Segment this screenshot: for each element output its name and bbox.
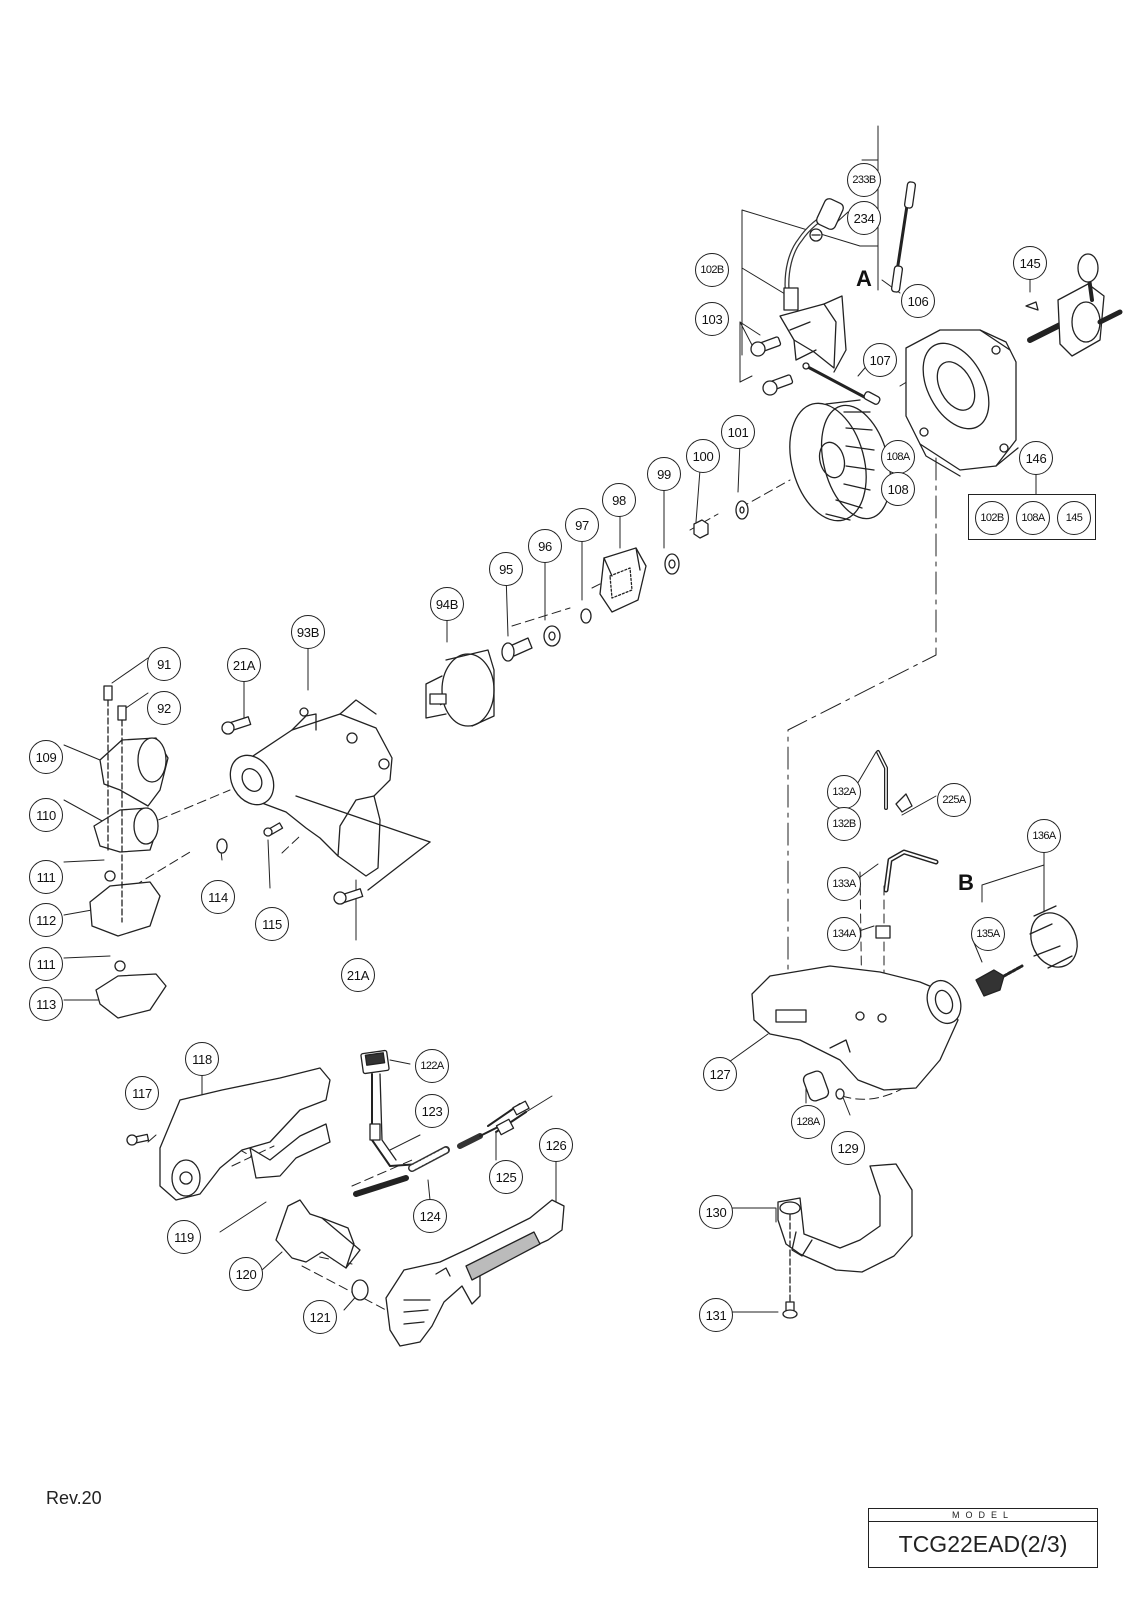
callout-100[interactable]: 100: [686, 439, 720, 473]
revision-label: Rev.20: [46, 1488, 102, 1508]
callout-97[interactable]: 97: [565, 508, 599, 542]
callout-111-top[interactable]: 111: [29, 860, 63, 894]
callout-146[interactable]: 146: [1019, 441, 1053, 475]
callout-131[interactable]: 131: [699, 1298, 733, 1332]
callout-124[interactable]: 124: [413, 1199, 447, 1233]
kit-contents-box: 102B 108A 145: [968, 494, 1096, 540]
callout-130[interactable]: 130: [699, 1195, 733, 1229]
callout-127[interactable]: 127: [703, 1057, 737, 1091]
callout-134A[interactable]: 134A: [827, 917, 861, 951]
callout-113[interactable]: 113: [29, 987, 63, 1021]
callout-120[interactable]: 120: [229, 1257, 263, 1291]
callout-145[interactable]: 145: [1013, 246, 1047, 280]
callout-133A[interactable]: 133A: [827, 867, 861, 901]
callout-92[interactable]: 92: [147, 691, 181, 725]
spark-wire-drawing: [890, 181, 917, 293]
callout-109[interactable]: 109: [29, 740, 63, 774]
callout-119[interactable]: 119: [167, 1220, 201, 1254]
coil-screws-drawing: [750, 336, 794, 396]
throttle-trigger-drawing: [275, 1199, 369, 1301]
callout-132B[interactable]: 132B: [827, 807, 861, 841]
clutch-shoe-drawing: [599, 547, 647, 613]
callout-94B[interactable]: 94B: [430, 587, 464, 621]
callout-233B[interactable]: 233B: [847, 163, 881, 197]
callout-21A-top[interactable]: 21A: [227, 648, 261, 682]
fuel-lines-drawing: [802, 750, 939, 1102]
callout-132A[interactable]: 132A: [827, 775, 861, 809]
callout-110[interactable]: 110: [29, 798, 63, 832]
callout-121[interactable]: 121: [303, 1300, 337, 1334]
crankshaft-drawing: [1025, 253, 1123, 357]
callout-118[interactable]: 118: [185, 1042, 219, 1076]
callout-96[interactable]: 96: [528, 529, 562, 563]
callout-112[interactable]: 112: [29, 903, 63, 937]
model-title-block: MODEL TCG22EAD(2/3): [868, 1508, 1098, 1568]
kit-item-108A[interactable]: 108A: [1016, 501, 1050, 535]
crankcase-drawing: [905, 329, 1019, 477]
housing-screws-drawing: [216, 716, 364, 905]
callout-125[interactable]: 125: [489, 1160, 523, 1194]
callout-95[interactable]: 95: [489, 552, 523, 586]
housing-guide-lines: [295, 795, 431, 843]
callout-93B[interactable]: 93B: [291, 615, 325, 649]
callout-225A[interactable]: 225A: [937, 783, 971, 817]
fuel-tank-drawing: [751, 965, 962, 1091]
callout-234[interactable]: 234: [847, 201, 881, 235]
kit-item-145[interactable]: 145: [1057, 501, 1091, 535]
handle-clamp-drawing: [89, 685, 169, 1019]
callout-122A[interactable]: 122A: [415, 1049, 449, 1083]
ignition-coil-drawing: [779, 198, 847, 373]
reference-letter-A: A: [856, 266, 872, 291]
callout-136A[interactable]: 136A: [1027, 819, 1061, 853]
callout-21A-bottom[interactable]: 21A: [341, 958, 375, 992]
clutch-drum-drawing: [425, 649, 495, 727]
kit-item-102B[interactable]: 102B: [975, 501, 1009, 535]
callout-115[interactable]: 115: [255, 907, 289, 941]
callout-101[interactable]: 101: [721, 415, 755, 449]
throttle-housing-upper-drawing: [126, 1067, 331, 1201]
switch-wiring-drawing: [353, 1049, 553, 1197]
callout-117[interactable]: 117: [125, 1076, 159, 1110]
callout-114[interactable]: 114: [201, 880, 235, 914]
callout-106[interactable]: 106: [901, 284, 935, 318]
callout-107[interactable]: 107: [863, 343, 897, 377]
callout-99[interactable]: 99: [647, 457, 681, 491]
ground-wire-drawing: [802, 362, 881, 405]
callout-111-bottom[interactable]: 111: [29, 947, 63, 981]
tank-bracket-drawing: [777, 1163, 913, 1319]
callout-123[interactable]: 123: [415, 1094, 449, 1128]
model-name: TCG22EAD(2/3): [898, 1531, 1068, 1557]
callout-103[interactable]: 103: [695, 302, 729, 336]
reference-letter-B: B: [958, 870, 974, 895]
callout-129[interactable]: 129: [831, 1131, 865, 1165]
callout-108[interactable]: 108: [881, 472, 915, 506]
fuel-cap-drawing: [975, 905, 1078, 997]
callout-102B[interactable]: 102B: [695, 253, 729, 287]
callout-135A[interactable]: 135A: [971, 917, 1005, 951]
callout-128A[interactable]: 128A: [791, 1105, 825, 1139]
callout-98[interactable]: 98: [602, 483, 636, 517]
clutch-housing-drawing: [229, 699, 393, 877]
callout-108A[interactable]: 108A: [881, 440, 915, 474]
clutch-hardware-drawing: [501, 500, 749, 662]
assembly-long-dash: [787, 419, 937, 1005]
handle-grip-drawing: [385, 1199, 565, 1347]
model-label: MODEL: [869, 1509, 1097, 1522]
callout-91[interactable]: 91: [147, 647, 181, 681]
callout-126[interactable]: 126: [539, 1128, 573, 1162]
